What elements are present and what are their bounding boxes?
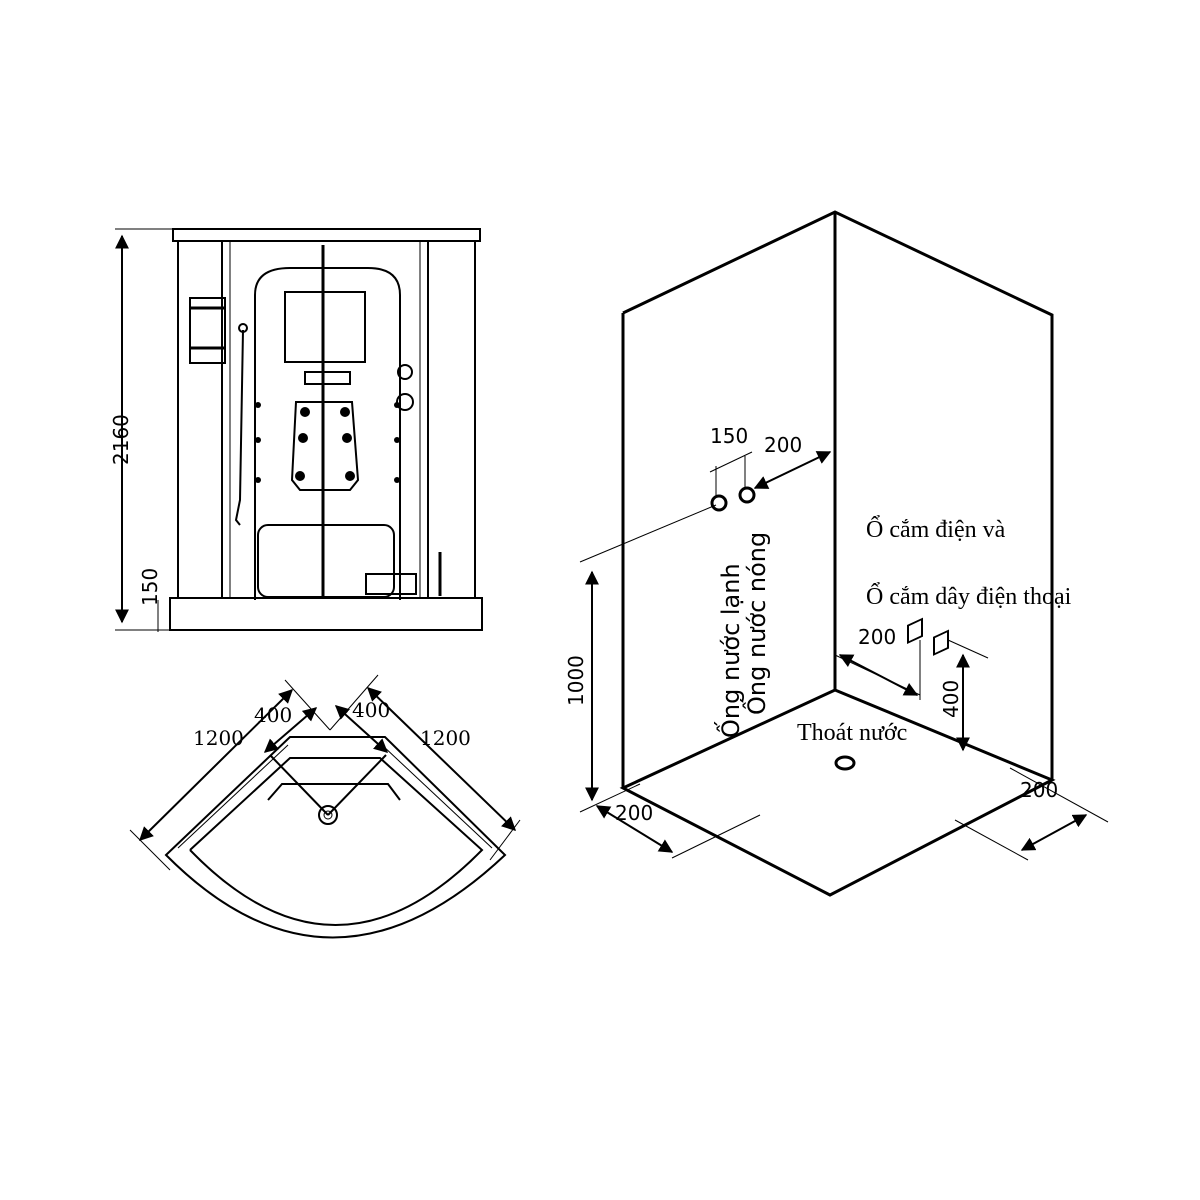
- tray-recess: [267, 783, 401, 801]
- plan-view: 1200 1200 400 400: [129, 674, 521, 939]
- back-panel: [254, 267, 401, 600]
- dim-150-label: 150: [710, 424, 748, 448]
- dim-1000-ext-top: [579, 504, 717, 563]
- hot-pipe-label: Ống nước nóng: [739, 532, 771, 715]
- cold-pipe-label: Ống nước lạnh: [713, 563, 745, 738]
- dim-socket-offset-label: 200: [858, 625, 896, 649]
- dim-drain-right-line: [1020, 814, 1088, 851]
- jet-icon: [300, 407, 310, 417]
- dim-1000-label: 1000: [564, 655, 588, 706]
- dim-400-right-label: 400: [352, 698, 390, 722]
- cold-pipe-icon: [710, 494, 728, 512]
- dim-socket-offset-line: [838, 654, 919, 696]
- socket-icon: [907, 617, 923, 645]
- dim-pipe-corner-line: [753, 451, 832, 489]
- dim-400-ext: [947, 639, 989, 659]
- jet-icon: [298, 433, 308, 443]
- dim-drain-right-ext2: [954, 819, 1029, 861]
- jet-icon: [340, 407, 350, 417]
- tray-inner: [189, 757, 484, 926]
- socket-label-1: Ổ cắm điện và: [866, 516, 1006, 543]
- knob-icon: [396, 393, 414, 411]
- jet-icon: [295, 471, 305, 481]
- dim-drain-right-label: 200: [1020, 778, 1058, 802]
- dim-drain-left-label: 200: [615, 801, 653, 825]
- dim-drain-left-ext: [579, 783, 641, 813]
- massage-panel: [290, 401, 360, 491]
- dim-drain-left-line: [595, 805, 674, 853]
- jet-icon: [342, 433, 352, 443]
- dim-1200-left-ext: [129, 829, 171, 871]
- side-jet-icon: [255, 437, 261, 443]
- side-jet-icon: [255, 477, 261, 483]
- dim-1200-right-ext2: [489, 819, 521, 861]
- seat: [257, 524, 395, 598]
- shower-head-icon: [238, 323, 248, 333]
- cabin-base: [169, 597, 483, 631]
- drain-label: Thoát nước: [797, 720, 907, 746]
- dim-socket-height-label: 400: [939, 680, 963, 718]
- shower-hose-icon: [234, 329, 244, 526]
- dim-1200-top-ext: [284, 679, 331, 731]
- dim-1200-right-label: 1200: [420, 726, 471, 750]
- jet-icon: [345, 471, 355, 481]
- drain-inner: [323, 810, 333, 820]
- iso-view: Thoát nước Ống nước lạnh Ống nước nóng 1…: [564, 210, 1109, 897]
- side-jet-icon: [394, 437, 400, 443]
- socket-label-2: Ổ cắm dây điện thoại: [866, 583, 1072, 610]
- towel-rack-icon: [189, 297, 226, 364]
- dim-1200-left-label: 1200: [193, 726, 244, 750]
- dim-2160-label: 2160: [109, 414, 133, 465]
- wall-outline: [622, 210, 1054, 780]
- dim-150-line: [709, 451, 753, 473]
- dim-pipe-corner-label: 200: [764, 433, 802, 457]
- dim-400-left-line: [263, 707, 318, 753]
- dim-drain-left-ext2: [671, 814, 761, 859]
- knob-icon: [397, 364, 413, 380]
- tray-outline: [164, 736, 507, 939]
- drain-icon: [318, 805, 338, 825]
- footrest: [365, 573, 417, 595]
- dim-400-left-label: 400: [254, 703, 292, 727]
- front-view: 2160 150: [109, 228, 483, 632]
- mirror: [284, 291, 366, 363]
- dim-drain-right-ext: [1009, 767, 1109, 823]
- hot-pipe-icon: [738, 486, 756, 504]
- dim-400-right-line: [334, 705, 389, 753]
- floor: [619, 688, 1056, 897]
- floor-drain-icon: [834, 755, 856, 771]
- side-jet-icon: [255, 402, 261, 408]
- phone-socket-icon: [933, 629, 949, 656]
- dim-150-label: 150: [138, 568, 162, 606]
- dim-1200-right-line: [366, 687, 517, 831]
- control-panel: [304, 371, 351, 385]
- cabin-top-cap: [172, 228, 481, 242]
- side-jet-icon: [394, 477, 400, 483]
